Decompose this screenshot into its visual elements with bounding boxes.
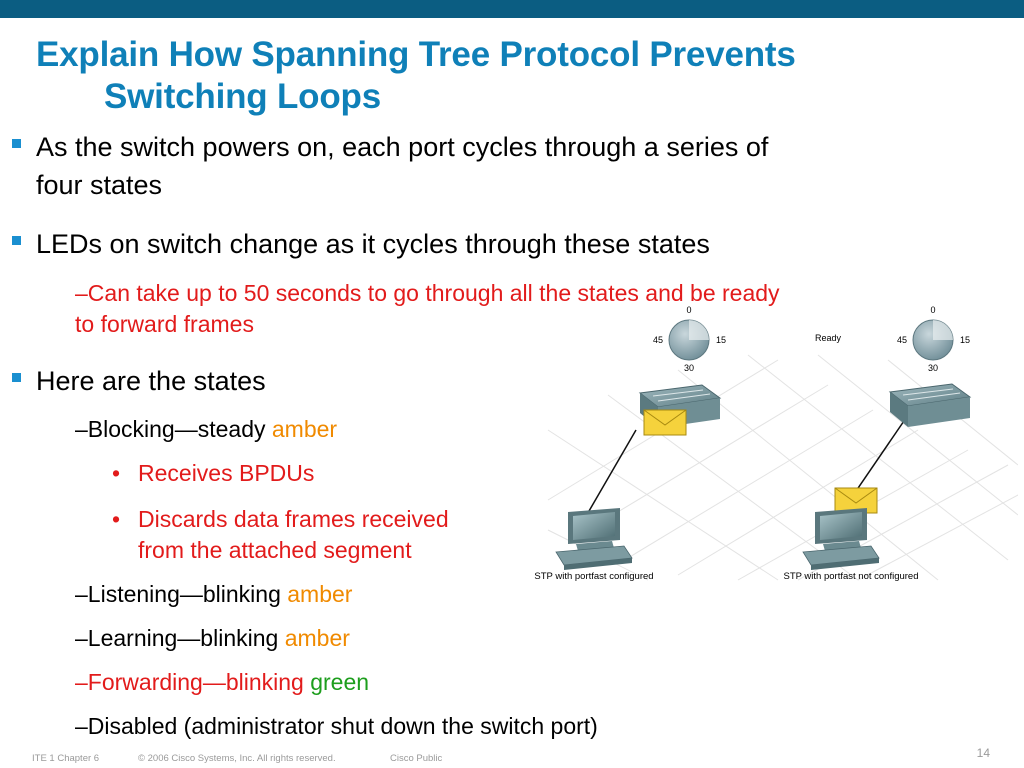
state-label: –Forwarding—blinking	[75, 669, 311, 695]
state-learning: –Learning—blinking amber	[75, 623, 350, 654]
state-label: –Blocking—steady	[75, 416, 272, 442]
left-pc-icon	[555, 508, 633, 570]
bullet-text-line-2: four states	[36, 170, 163, 200]
state-led-color: green	[310, 669, 370, 695]
bullet-power-on: As the switch powers on, each port cycle…	[12, 128, 972, 204]
bullet-dot-icon: •	[112, 506, 121, 532]
timer-label-right: 15	[960, 335, 970, 345]
sub-bullet-line-2: to forward frames	[75, 311, 254, 337]
top-bar	[0, 0, 1024, 18]
state-led-color: amber	[284, 625, 350, 651]
envelope-icon	[834, 487, 878, 514]
footer-copyright: © 2006 Cisco Systems, Inc. All rights re…	[138, 753, 336, 764]
stp-portfast-figure: 0 45 15 30 Ready 0 45 15 30	[528, 300, 1019, 590]
state-forwarding: –Forwarding—blinking green	[75, 667, 369, 698]
point-text: Receives BPDUs	[138, 460, 315, 486]
state-label: –Disabled (administrator shut down the s…	[75, 713, 598, 739]
timer-label-top: 0	[686, 305, 691, 315]
blocking-point-discards: • Discards data frames received from the…	[112, 504, 449, 566]
left-timer: 0 45 15 30	[653, 305, 726, 373]
bullet-text: LEDs on switch change as it cycles throu…	[36, 229, 710, 259]
bullet-leds: LEDs on switch change as it cycles throu…	[12, 225, 972, 263]
title-line-1: Explain How Spanning Tree Protocol Preve…	[36, 35, 796, 74]
point-text-line-1: Discards data frames received	[138, 506, 449, 532]
timer-label-bottom: 30	[928, 363, 938, 373]
timer-label-left: 45	[653, 335, 663, 345]
bullet-marker-icon	[12, 139, 21, 148]
timer-label-right: 15	[716, 335, 726, 345]
ready-label: Ready	[815, 333, 842, 343]
blocking-point-bpdus: • Receives BPDUs	[112, 458, 314, 489]
timer-label-top: 0	[930, 305, 935, 315]
state-blocking: –Blocking—steady amber	[75, 414, 337, 445]
sub-bullet-line-1: –Can take up to 50 seconds to go through…	[75, 280, 780, 306]
bullet-dot-icon: •	[112, 460, 121, 486]
figure-svg: 0 45 15 30 Ready 0 45 15 30	[534, 305, 1019, 582]
right-pc-icon	[802, 508, 880, 570]
bullet-text-line-1: As the switch powers on, each port cycle…	[36, 132, 769, 162]
title-line-2: Switching Loops	[104, 77, 381, 116]
left-caption: STP with portfast configured	[534, 571, 653, 582]
bullet-marker-icon	[12, 236, 21, 245]
timer-label-bottom: 30	[684, 363, 694, 373]
footer-course: ITE 1 Chapter 6	[32, 753, 100, 764]
state-led-color: amber	[271, 416, 338, 442]
page-number: 14	[976, 746, 990, 760]
point-text-line-2: from the attached segment	[138, 537, 412, 563]
right-switch-icon	[888, 383, 972, 427]
sub-bullet-50-seconds: –Can take up to 50 seconds to go through…	[75, 278, 780, 340]
envelope-icon	[643, 409, 687, 436]
right-timer: 0 45 15 30	[897, 305, 970, 373]
bullet-states: Here are the states	[12, 362, 972, 400]
bullet-marker-icon	[12, 373, 21, 382]
bullet-text: Here are the states	[36, 366, 266, 396]
state-led-color: amber	[287, 581, 353, 607]
footer-classification: Cisco Public	[390, 753, 443, 764]
slide-title: Explain How Spanning Tree Protocol Preve…	[36, 34, 796, 118]
state-disabled: –Disabled (administrator shut down the s…	[75, 711, 598, 742]
state-listening: –Listening—blinking amber	[75, 579, 352, 610]
right-caption: STP with portfast not configured	[783, 571, 918, 582]
state-label: –Learning—blinking	[75, 625, 285, 651]
state-label: –Listening—blinking	[75, 581, 288, 607]
timer-label-left: 45	[897, 335, 907, 345]
